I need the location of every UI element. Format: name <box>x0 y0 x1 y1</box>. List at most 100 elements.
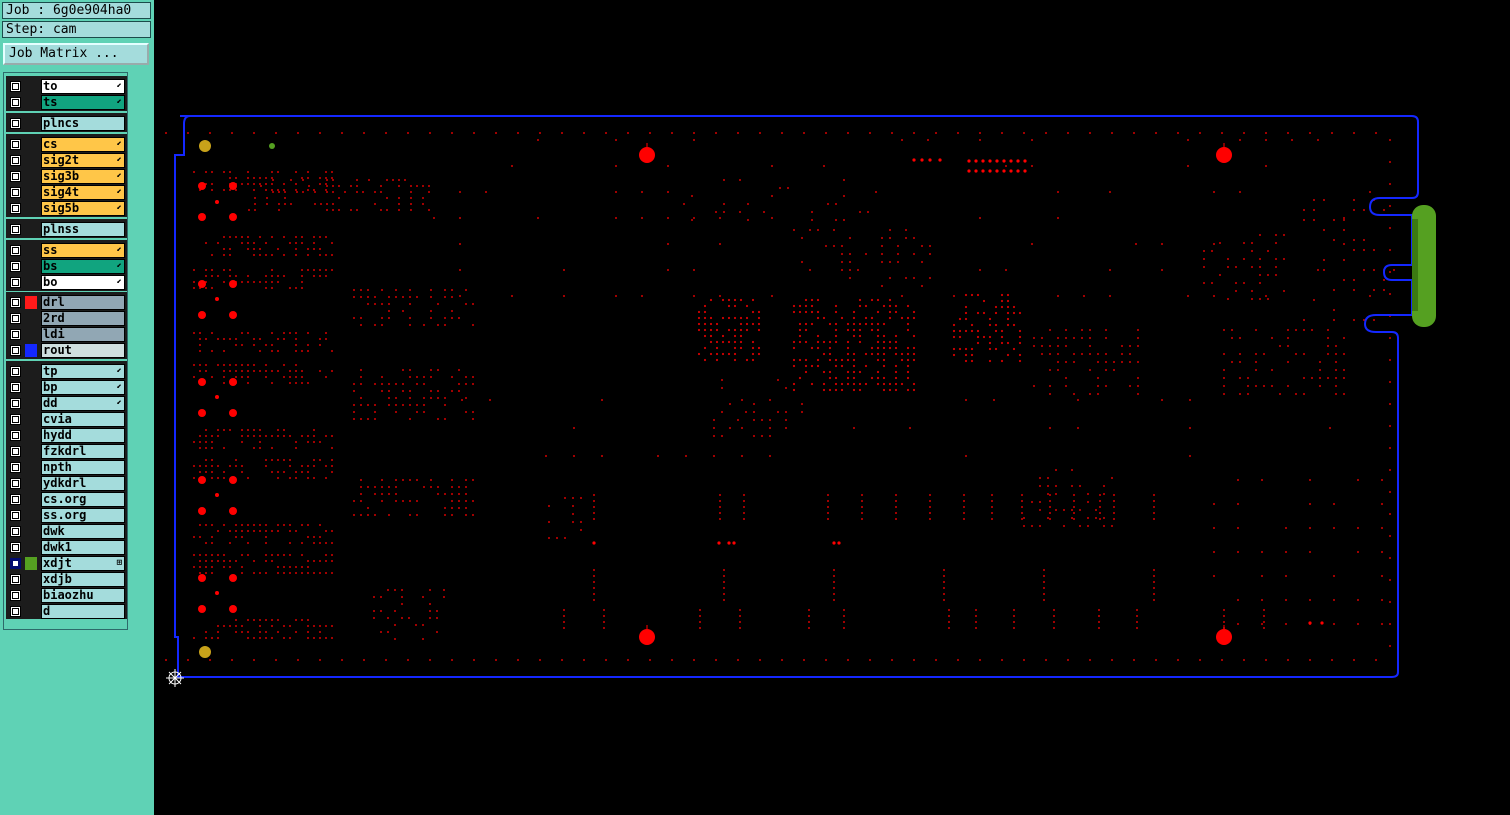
layer-checkbox[interactable] <box>10 446 21 457</box>
layer-row-rout[interactable]: rout <box>7 343 127 358</box>
layer-name[interactable]: sig3b⬋ <box>41 169 125 184</box>
layer-row-npth[interactable]: npth <box>7 460 127 475</box>
layer-checkbox[interactable] <box>10 155 21 166</box>
layer-name[interactable]: dwk <box>41 524 125 539</box>
layer-name[interactable]: ldi <box>41 327 125 342</box>
layer-name[interactable]: dwk1 <box>41 540 125 555</box>
layer-name[interactable]: xdjb <box>41 572 125 587</box>
layer-row-2rd[interactable]: 2rd <box>7 311 127 326</box>
layer-row-cs[interactable]: cs⬋ <box>7 137 127 152</box>
layer-checkbox[interactable] <box>10 494 21 505</box>
layer-name[interactable]: 2rd <box>41 311 125 326</box>
layer-checkbox[interactable] <box>10 382 21 393</box>
layer-checkbox[interactable] <box>10 261 21 272</box>
layer-checkbox[interactable] <box>10 171 21 182</box>
layer-name[interactable]: sig4t⬋ <box>41 185 125 200</box>
layer-row-cvia[interactable]: cvia <box>7 412 127 427</box>
layer-name[interactable]: d <box>41 604 125 619</box>
layer-row-d[interactable]: d <box>7 604 127 619</box>
layer-name[interactable]: dd⬋ <box>41 396 125 411</box>
layer-row-xdjt[interactable]: xdjt⊞ <box>7 556 127 571</box>
layer-row-xdjb[interactable]: xdjb <box>7 572 127 587</box>
layer-row-dwk[interactable]: dwk <box>7 524 127 539</box>
layer-name[interactable]: ydkdrl <box>41 476 125 491</box>
pcb-graphics-canvas[interactable] <box>154 0 1510 815</box>
layer-checkbox[interactable] <box>10 245 21 256</box>
layer-row-ydkdrl[interactable]: ydkdrl <box>7 476 127 491</box>
layer-row-sig4t[interactable]: sig4t⬋ <box>7 185 127 200</box>
layer-checkbox[interactable] <box>10 81 21 92</box>
layer-checkbox[interactable] <box>10 187 21 198</box>
layer-name[interactable]: npth <box>41 460 125 475</box>
layer-row-to[interactable]: to⬋ <box>7 79 127 94</box>
layer-row-bo[interactable]: bo⬋ <box>7 275 127 290</box>
layer-checkbox[interactable] <box>10 329 21 340</box>
layer-checkbox[interactable] <box>10 203 21 214</box>
layer-checkbox[interactable] <box>10 430 21 441</box>
layer-checkbox[interactable] <box>10 366 21 377</box>
layer-checkbox[interactable] <box>10 414 21 425</box>
layer-name[interactable]: sig5b⬋ <box>41 201 125 216</box>
layer-checkbox[interactable] <box>10 97 21 108</box>
layer-name[interactable]: sig2t⬋ <box>41 153 125 168</box>
layer-checkbox[interactable] <box>10 345 21 356</box>
layer-checkbox[interactable] <box>10 478 21 489</box>
layer-checkbox[interactable] <box>10 510 21 521</box>
drill-hits <box>165 132 1395 661</box>
layer-checkbox[interactable] <box>10 297 21 308</box>
layer-checkbox[interactable] <box>10 558 21 569</box>
layer-name[interactable]: drl <box>41 295 125 310</box>
layer-direction-icon: ⬋ <box>116 187 122 197</box>
layer-name[interactable]: plnss <box>41 222 125 237</box>
layer-checkbox[interactable] <box>10 313 21 324</box>
layer-row-plncs[interactable]: plncs <box>7 116 127 131</box>
layer-row-sig5b[interactable]: sig5b⬋ <box>7 201 127 216</box>
layer-checkbox[interactable] <box>10 590 21 601</box>
layer-row-plnss[interactable]: plnss <box>7 222 127 237</box>
layer-name[interactable]: cs⬋ <box>41 137 125 152</box>
layer-row-bs[interactable]: bs⬋ <box>7 259 127 274</box>
layer-name[interactable]: ss⬋ <box>41 243 125 258</box>
layer-checkbox[interactable] <box>10 606 21 617</box>
layer-name[interactable]: ts⬋ <box>41 95 125 110</box>
layer-row-ss-org[interactable]: ss.org <box>7 508 127 523</box>
layer-row-fzkdrl[interactable]: fzkdrl <box>7 444 127 459</box>
job-matrix-button[interactable]: Job Matrix ... <box>3 43 149 65</box>
layer-name[interactable]: tp⬋ <box>41 364 125 379</box>
layer-row-bp[interactable]: bp⬋ <box>7 380 127 395</box>
layer-name[interactable]: rout <box>41 343 125 358</box>
layer-name[interactable]: bs⬋ <box>41 259 125 274</box>
layer-row-tp[interactable]: tp⬋ <box>7 364 127 379</box>
layer-checkbox[interactable] <box>10 224 21 235</box>
layer-checkbox[interactable] <box>10 542 21 553</box>
layer-checkbox[interactable] <box>10 574 21 585</box>
layer-row-cs-org[interactable]: cs.org <box>7 492 127 507</box>
layer-name[interactable]: xdjt⊞ <box>41 556 125 571</box>
layer-row-ss[interactable]: ss⬋ <box>7 243 127 258</box>
layer-checkbox[interactable] <box>10 139 21 150</box>
layer-checkbox[interactable] <box>10 462 21 473</box>
layer-row-biaozhu[interactable]: biaozhu <box>7 588 127 603</box>
layer-name[interactable]: cs.org <box>41 492 125 507</box>
layer-row-dwk1[interactable]: dwk1 <box>7 540 127 555</box>
layer-name[interactable]: to⬋ <box>41 79 125 94</box>
layer-name[interactable]: plncs <box>41 116 125 131</box>
layer-row-dd[interactable]: dd⬋ <box>7 396 127 411</box>
layer-name[interactable]: biaozhu <box>41 588 125 603</box>
layer-name[interactable]: ss.org <box>41 508 125 523</box>
layer-checkbox[interactable] <box>10 398 21 409</box>
layer-name[interactable]: bo⬋ <box>41 275 125 290</box>
layer-row-ts[interactable]: ts⬋ <box>7 95 127 110</box>
layer-row-drl[interactable]: drl <box>7 295 127 310</box>
layer-checkbox[interactable] <box>10 277 21 288</box>
layer-checkbox[interactable] <box>10 526 21 537</box>
layer-row-ldi[interactable]: ldi <box>7 327 127 342</box>
layer-name[interactable]: fzkdrl <box>41 444 125 459</box>
layer-checkbox[interactable] <box>10 118 21 129</box>
layer-name[interactable]: bp⬋ <box>41 380 125 395</box>
layer-name[interactable]: hydd <box>41 428 125 443</box>
layer-row-sig3b[interactable]: sig3b⬋ <box>7 169 127 184</box>
layer-name[interactable]: cvia <box>41 412 125 427</box>
layer-row-hydd[interactable]: hydd <box>7 428 127 443</box>
layer-row-sig2t[interactable]: sig2t⬋ <box>7 153 127 168</box>
